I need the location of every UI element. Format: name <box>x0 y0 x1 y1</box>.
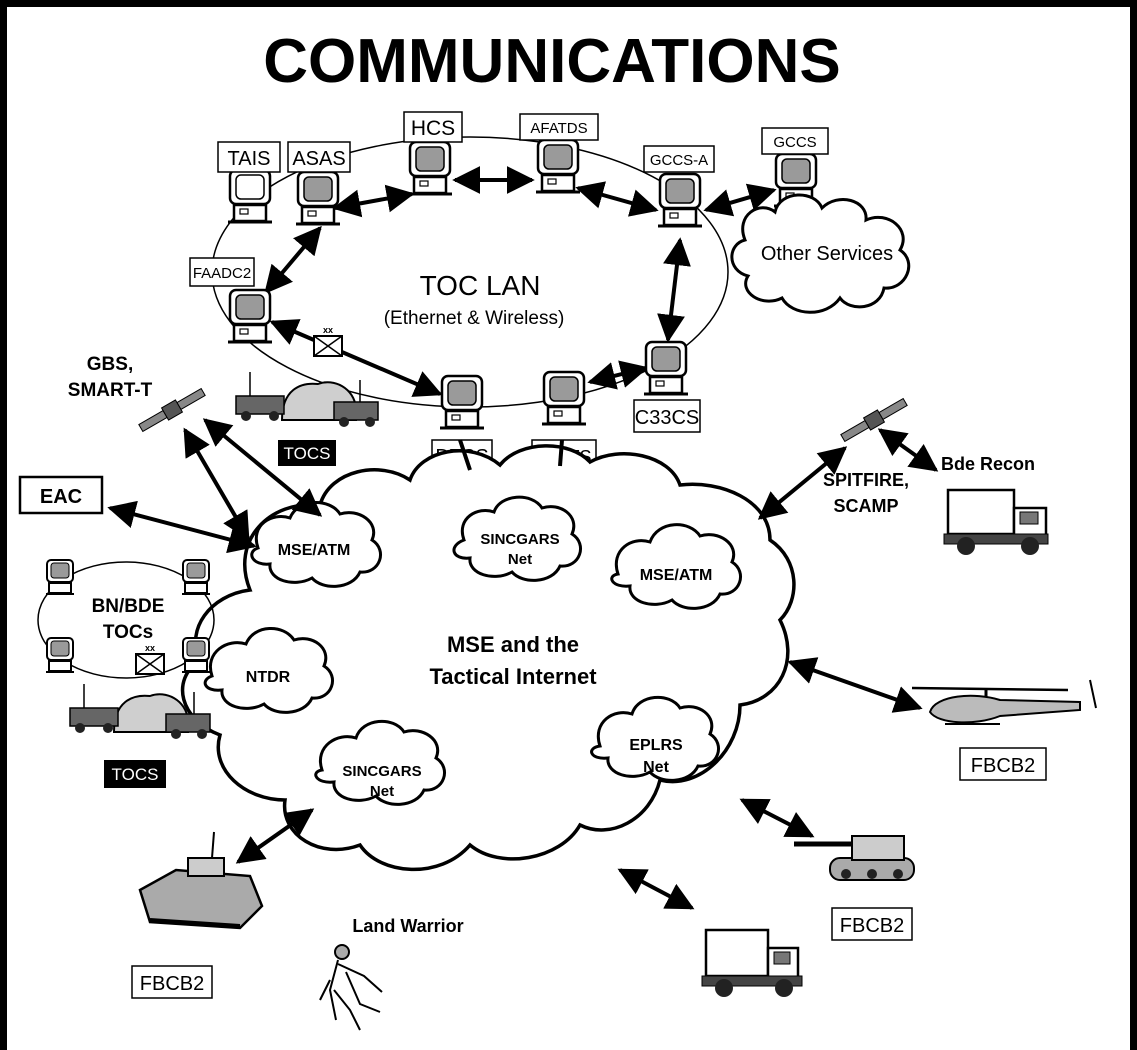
bde-recon-label: Bde Recon <box>941 454 1035 474</box>
asas-label: ASAS <box>292 148 345 170</box>
gbs-label-line2: SMART-T <box>68 380 153 401</box>
external-links <box>107 418 939 910</box>
sincgars-top-line1: SINCGARS <box>480 531 559 548</box>
tais-computer-icon <box>226 168 274 224</box>
bn-bde-line2: TOCs <box>103 622 153 643</box>
upper-tocs-vehicles-icon <box>235 372 379 427</box>
toc-lan-title: TOC LAN <box>420 270 541 301</box>
gbs-satellite-icon <box>138 387 206 433</box>
spitfire-label-line2: SCAMP <box>833 496 898 516</box>
lower-tocs-vehicles-icon <box>69 684 211 739</box>
lower-tocs-label: TOCS <box>112 765 159 784</box>
dtss-computer-icon <box>438 374 486 430</box>
asas-computer-icon <box>294 170 342 226</box>
spitfire-satellite-icon <box>840 397 908 443</box>
toc-lan-subtitle: (Ethernet & Wireless) <box>384 308 565 329</box>
gbs-label-line1: GBS, <box>87 354 133 375</box>
svg-text:xx: xx <box>145 643 155 653</box>
howitzer-fbcb2-box <box>831 907 913 941</box>
bde-recon-truck-icon <box>943 488 1049 555</box>
afatds-computer-icon <box>534 138 582 194</box>
ntdr-label: NTDR <box>246 669 291 686</box>
bn-computer-icon-3 <box>45 637 75 673</box>
lower-tocs-badge <box>104 760 166 788</box>
main-cloud-line1: MSE and the <box>447 632 579 657</box>
bn-computer-icon-2 <box>181 559 211 595</box>
heli-fbcb2-box <box>959 747 1047 781</box>
sincgars-top-line2: Net <box>508 551 532 568</box>
c33cs-computer-icon <box>642 340 690 396</box>
faadc2-label: FAADC2 <box>193 265 251 282</box>
sincgars-bottom-line1: SINCGARS <box>342 763 421 780</box>
faadc2-computer-icon <box>226 288 274 344</box>
sincgars-bottom-line2: Net <box>370 783 394 800</box>
bn-computer-icon-4 <box>181 637 211 673</box>
upper-tocs-label: TOCS <box>284 444 331 463</box>
mse-atm-right-cloud <box>610 523 742 610</box>
imets-computer-icon <box>540 370 588 426</box>
gccs-a-label: GCCS-A <box>650 152 708 169</box>
gccs-a-computer-icon <box>656 172 704 228</box>
mse-atm-left-label: MSE/ATM <box>278 542 351 559</box>
bottom-truck-icon <box>701 928 803 997</box>
svg-text:xx: xx <box>323 325 333 335</box>
land-warrior-label: Land Warrior <box>352 916 463 936</box>
spitfire-label-line1: SPITFIRE, <box>823 470 909 490</box>
main-cloud-line2: Tactical Internet <box>429 664 597 689</box>
hcs-label: HCS <box>411 117 455 140</box>
howitzer-fbcb2-label: FBCB2 <box>840 915 904 937</box>
heli-fbcb2-label: FBCB2 <box>971 755 1035 777</box>
sincgars-top-cloud <box>452 495 582 582</box>
tank-fbcb2-box <box>131 965 213 999</box>
other-services-label: Other Services <box>761 243 893 265</box>
c33cs-label: C33CS <box>635 407 699 429</box>
eac-box <box>18 475 104 515</box>
howitzer-icon <box>794 835 915 881</box>
mse-atm-right-label: MSE/ATM <box>640 567 713 584</box>
bn-computer-icon-1 <box>45 559 75 595</box>
tais-label: TAIS <box>228 148 271 170</box>
eac-label: EAC <box>40 486 82 508</box>
lan-links <box>264 166 777 397</box>
lower-tocs-xx-icon: xx <box>135 643 165 675</box>
ntdr-cloud <box>203 627 334 714</box>
eplrs-line2: Net <box>643 759 669 776</box>
afatds-label: AFATDS <box>530 120 587 137</box>
eplrs-cloud <box>590 695 720 782</box>
upper-tocs-xx-icon: xx <box>313 325 343 357</box>
page-title: COMMUNICATIONS <box>263 27 840 96</box>
bradley-vehicle-icon <box>138 831 264 930</box>
land-warrior-soldier-icon <box>319 944 383 1031</box>
helicopter-icon <box>911 679 1097 725</box>
bn-bde-line1: BN/BDE <box>92 596 165 617</box>
gccs-label: GCCS <box>773 134 816 151</box>
tank-fbcb2-label: FBCB2 <box>140 973 204 995</box>
eplrs-line1: EPLRS <box>629 737 683 754</box>
sincgars-bottom-cloud <box>314 719 446 806</box>
bn-bde-ring <box>37 561 215 679</box>
upper-tocs-badge <box>278 440 336 466</box>
hcs-computer-icon <box>406 140 454 196</box>
other-services-cloud <box>730 193 911 314</box>
